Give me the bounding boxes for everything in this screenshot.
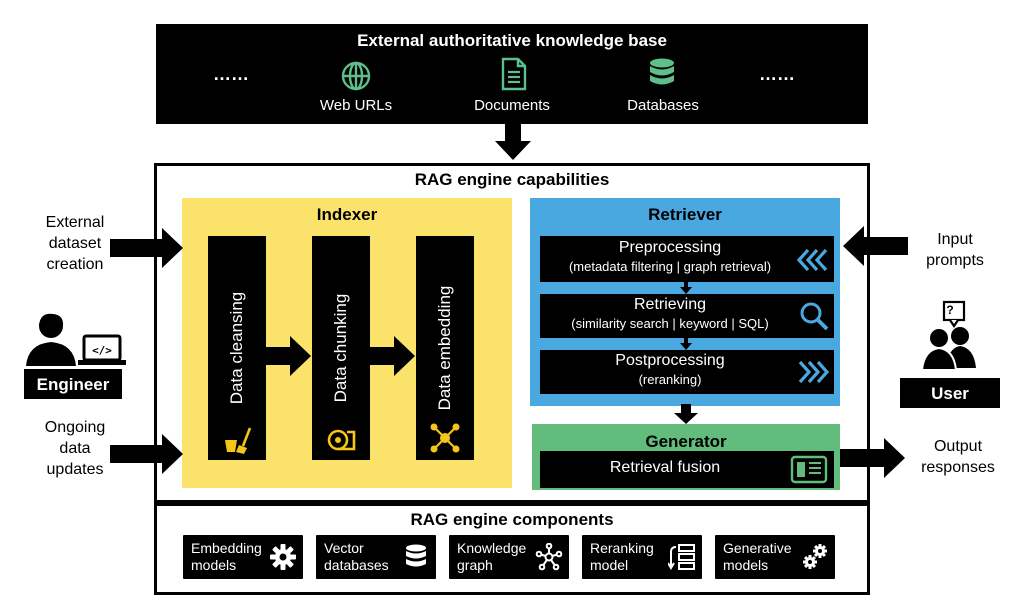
svg-text:</>: </> [92, 344, 112, 357]
data-chunking-step: Data chunking [312, 236, 370, 460]
user-badge: User [900, 378, 1000, 408]
arrow-right-icon [110, 434, 183, 474]
arrow-right-icon [840, 438, 905, 478]
embedding-models-label: Embedding models [191, 540, 262, 573]
capabilities-title: RAG engine capabilities [414, 170, 610, 189]
globe-icon [341, 61, 371, 91]
ongoing-updates-label: Ongoing data updates [44, 419, 106, 478]
rerank-list-icon [668, 544, 695, 570]
generative-models-component: Generative models [715, 535, 835, 579]
database-icon [650, 58, 674, 85]
user-icon [920, 300, 976, 370]
generator-title: Generator [645, 432, 727, 451]
fusion-panel-icon [790, 455, 828, 484]
data-embedding-step: Data embedding [416, 236, 474, 460]
vector-databases-label: Vector databases [324, 540, 389, 573]
preprocessing-label: Preprocessing [618, 239, 722, 256]
engineer-icon: </> [26, 313, 126, 366]
external-dataset-label: External dataset creation [45, 214, 105, 273]
retrieving-step: Retrieving (similarity search | keyword … [540, 294, 834, 338]
knowledge-graph-label: Knowledge graph [457, 540, 527, 573]
generative-models-label: Generative models [723, 540, 792, 573]
retriever-title: Retriever [648, 205, 722, 224]
arrow-down-icon [680, 282, 692, 294]
ellipsis-right: …… [759, 64, 795, 84]
reranking-model-label: Reranking model [590, 540, 654, 573]
embedding-models-component: Embedding models [183, 535, 303, 579]
retrieval-fusion-label: Retrieval fusion [609, 459, 721, 476]
arrow-right-icon [370, 336, 415, 376]
arrow-left-icon [843, 226, 908, 266]
arrow-right-icon [266, 336, 311, 376]
postprocessing-label: Postprocessing [615, 352, 725, 369]
components-title: RAG engine components [410, 510, 614, 529]
arrow-right-icon [110, 228, 183, 268]
graph-icon [535, 543, 563, 571]
paper-roll-icon [327, 429, 356, 451]
retrieval-fusion-step: Retrieval fusion [540, 451, 834, 488]
arrow-down-icon [495, 123, 531, 160]
knowledge-base-title: External authoritative knowledge base [357, 31, 667, 50]
input-prompts-label: Input prompts [926, 231, 984, 269]
engineer-label: Engineer [36, 375, 110, 394]
postprocessing-step: Postprocessing (reranking) [540, 350, 834, 394]
user-label: User [931, 384, 969, 403]
documents-label: Documents [474, 97, 550, 114]
network-node-icon [430, 423, 460, 453]
broom-bucket-icon [225, 427, 252, 454]
retrieving-sub: (similarity search | keyword | SQL) [571, 316, 769, 331]
document-icon [501, 57, 527, 91]
preprocessing-step: Preprocessing (metadata filtering | grap… [540, 236, 834, 282]
user-question-mark: ? [946, 303, 954, 317]
knowledge-graph-component: Knowledge graph [449, 535, 569, 579]
gear-icon [270, 544, 296, 570]
arrow-down-icon [674, 404, 698, 424]
postprocessing-sub: (reranking) [638, 372, 702, 387]
indexer-title: Indexer [316, 205, 378, 224]
data-cleansing-step: Data cleansing [208, 236, 266, 460]
knowledge-base-panel [156, 24, 868, 124]
ellipsis-left: …… [213, 64, 249, 84]
web-urls-label: Web URLs [319, 97, 393, 114]
vector-databases-component: Vector databases [316, 535, 436, 579]
databases-label: Databases [627, 97, 699, 114]
engineer-badge: Engineer [24, 369, 122, 399]
triple-chevron-right-icon [798, 360, 830, 384]
retrieving-label: Retrieving [633, 296, 707, 313]
gears-icon [803, 544, 827, 569]
output-responses-label: Output responses [921, 438, 995, 476]
preprocessing-sub: (metadata filtering | graph retrieval) [568, 259, 772, 274]
reranking-model-component: Reranking model [582, 535, 702, 579]
magnifier-icon [800, 302, 829, 331]
triple-chevron-left-icon [796, 248, 828, 272]
arrow-down-icon [680, 338, 692, 350]
database-icon [406, 544, 426, 567]
